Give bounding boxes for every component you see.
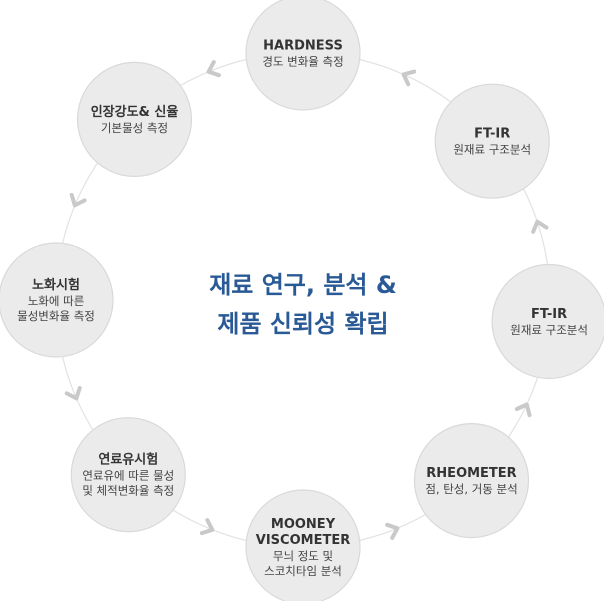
node-subtitle: 무늬 정도 및: [273, 549, 333, 563]
node-subtitle: 원재료 구조분석: [510, 323, 588, 337]
center-title: 재료 연구, 분석 & 제품 신뢰성 확립: [209, 271, 397, 338]
node-circle: [434, 83, 550, 199]
node-title: HARDNESS: [263, 39, 343, 54]
chevron-arrow-icon: [199, 518, 215, 536]
node-subtitle: 원재료 구조분석: [453, 143, 531, 157]
node-circle: [70, 417, 186, 533]
node-subtitle: 물성변화율 측정: [17, 309, 95, 323]
node-circle: [245, 489, 361, 601]
node-title: 노화시험: [32, 277, 80, 293]
center-title-line1: 재료 연구, 분석 &: [209, 271, 397, 299]
node-subtitle: 기본물성 측정: [101, 121, 168, 135]
chevron-arrow-icon: [385, 522, 400, 540]
chevron-arrow-icon: [64, 386, 82, 401]
node-title: 인장강도& 신율: [91, 104, 179, 120]
cycle-arrows: [64, 60, 549, 540]
node-subtitle: 점, 탄성, 거동 분석: [425, 482, 517, 496]
chevron-arrow-icon: [69, 192, 87, 208]
node-circle: [413, 423, 530, 539]
chevron-arrow-icon: [401, 69, 417, 87]
node-title: 연료유시험: [98, 452, 158, 468]
node-subtitle: 및 체적변화율 측정: [82, 484, 174, 498]
node-circle: [245, 0, 361, 111]
node-title: VISCOMETER: [256, 533, 350, 548]
node-subtitle: 연료유에 따른 물성: [82, 469, 174, 483]
center-title-line2: 제품 신뢰성 확립: [217, 310, 388, 338]
chevron-arrow-icon: [514, 402, 532, 418]
node-title: FT-IR: [531, 307, 567, 322]
node-circle: [0, 242, 114, 358]
node-circle: [76, 61, 193, 178]
node-subtitle: 노화에 따른: [28, 294, 85, 308]
node-title: RHEOMETER: [426, 466, 516, 481]
node-subtitle: 경도 변화율 측정: [262, 55, 343, 69]
node-title: FT-IR: [474, 127, 510, 142]
chevron-arrow-icon: [531, 219, 549, 234]
chevron-arrow-icon: [206, 60, 221, 78]
node-circle: [491, 263, 604, 380]
node-subtitle: 스코치타임 분석: [264, 564, 342, 578]
node-title: MOONEY: [271, 517, 336, 532]
